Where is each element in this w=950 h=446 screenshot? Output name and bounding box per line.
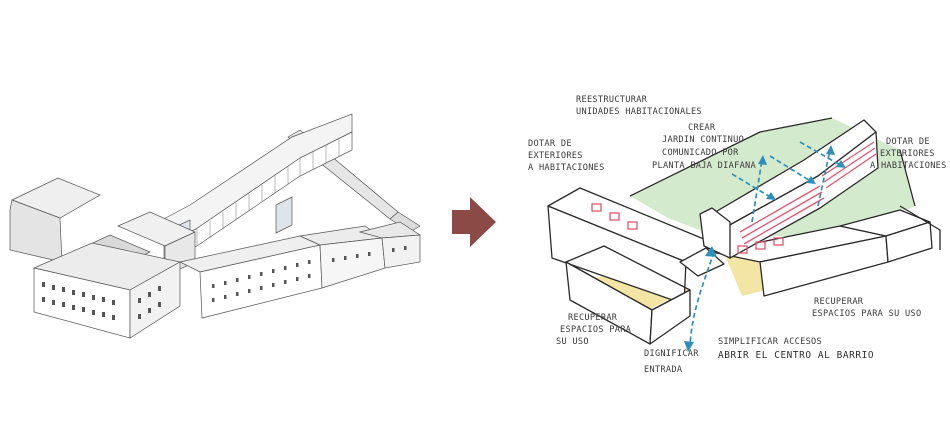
label-entrance-line-2: ENTRADA — [644, 365, 683, 375]
label-exteriors-left: DOTAR DE EXTERIORES A HABITACIONES — [528, 139, 605, 173]
existing-building-axonometric — [9, 113, 422, 339]
label-access-line-1: SIMPLIFICAR ACCESOS — [718, 337, 822, 347]
label-exteriors-left-line-1: DOTAR DE — [528, 139, 572, 149]
label-access-line-2: ABRIR EL CENTRO AL BARRIO — [718, 350, 874, 361]
label-recover-right-line-1: RECUPERAR — [814, 297, 864, 307]
label-garden: CREAR JARDIN CONTINUO COMUNICADO POR PLA… — [652, 123, 757, 171]
label-recover-right-line-2: ESPACIOS PARA SU USO — [812, 309, 921, 319]
label-garden-line-2: JARDIN CONTINUO — [662, 135, 744, 145]
label-entrance: DIGNIFICAR ENTRADA — [644, 349, 699, 375]
label-garden-line-1: CREAR — [688, 123, 716, 133]
intervention-sketch — [547, 117, 941, 352]
label-exteriors-left-line-3: A HABITACIONES — [528, 163, 605, 173]
window-markers — [591, 141, 877, 254]
label-recover-left-line-3: SU USO — [556, 337, 589, 347]
flow-arrowheads — [684, 145, 846, 352]
label-exteriors-right: DOTAR DE EXTERIORES A HABITACIONES — [870, 137, 947, 171]
label-entrance-line-1: DIGNIFICAR — [644, 349, 699, 359]
label-exteriors-right-line-1: DOTAR DE — [886, 137, 930, 147]
label-exteriors-left-line-2: EXTERIORES — [528, 151, 583, 161]
label-restructure-line-2: UNIDADES HABITACIONALES — [576, 107, 702, 117]
right-arrow-icon — [452, 197, 496, 247]
label-recover-left-line-2: ESPACIOS PARA — [560, 325, 632, 335]
label-exteriors-right-line-3: A HABITACIONES — [870, 161, 947, 171]
label-recover-left-line-1: RECUPERAR — [568, 313, 618, 323]
label-garden-line-4: PLANTA BAJA DIAFANA — [652, 161, 757, 171]
label-exteriors-right-line-2: EXTERIORES — [880, 149, 935, 159]
label-access: SIMPLIFICAR ACCESOS ABRIR EL CENTRO AL B… — [718, 337, 874, 361]
label-garden-line-3: COMUNICADO POR — [662, 148, 739, 158]
label-recover-left: RECUPERAR ESPACIOS PARA SU USO — [556, 313, 632, 347]
label-restructure: REESTRUCTURAR UNIDADES HABITACIONALES — [576, 95, 702, 117]
label-restructure-line-1: REESTRUCTURAR — [576, 95, 648, 105]
flow-arrows — [689, 141, 843, 347]
label-recover-right: RECUPERAR ESPACIOS PARA SU USO — [812, 297, 921, 319]
